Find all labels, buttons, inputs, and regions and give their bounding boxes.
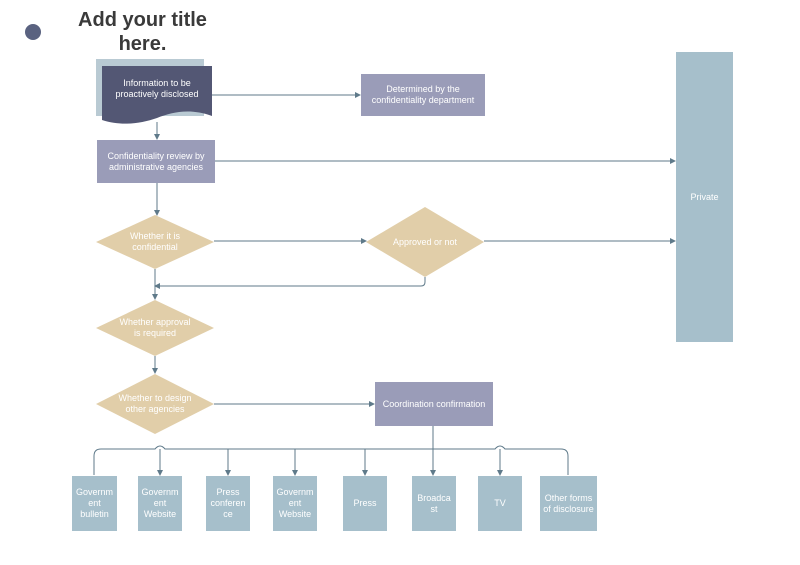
arrow-approved-loopback: [154, 277, 426, 289]
node-review: Confidentiality review by administrative…: [97, 140, 215, 183]
output-press-conference: Press conferen ce: [206, 476, 250, 531]
document-shape: [102, 66, 212, 124]
distribution-bus: [93, 445, 569, 475]
label-approval-required: Whether approval is required: [119, 317, 191, 338]
diamond-approved: [366, 207, 484, 277]
diamond-design-agencies: [96, 374, 214, 434]
node-info-disclosed: Information to be proactively disclosed: [115, 78, 199, 99]
output-government-website: Governm ent Website: [138, 476, 182, 531]
output-press: Press: [343, 476, 387, 531]
diamond-is-confidential: [96, 215, 214, 269]
title-bullet: [25, 24, 41, 40]
output-broadcast: Broadca st: [412, 476, 456, 531]
node-coordination: Coordination confirmation: [375, 382, 493, 426]
label-is-confidential: Whether it is confidential: [129, 231, 180, 252]
output-tv: TV: [478, 476, 522, 531]
output-government-website-2: Governm ent Website: [273, 476, 317, 531]
output-government-bulletin: Governm ent bulletin: [72, 476, 117, 531]
diamond-approval-required: [96, 300, 214, 356]
page-title: Add your title here.: [78, 9, 207, 55]
output-other-forms: Other forms of disclosure: [540, 476, 597, 531]
node-determined: Determined by the confidentiality depart…: [361, 74, 485, 116]
label-design-agencies: Whether to design other agencies: [118, 393, 192, 414]
node-private: Private: [676, 52, 733, 342]
label-approved: Approved or not: [392, 236, 458, 247]
